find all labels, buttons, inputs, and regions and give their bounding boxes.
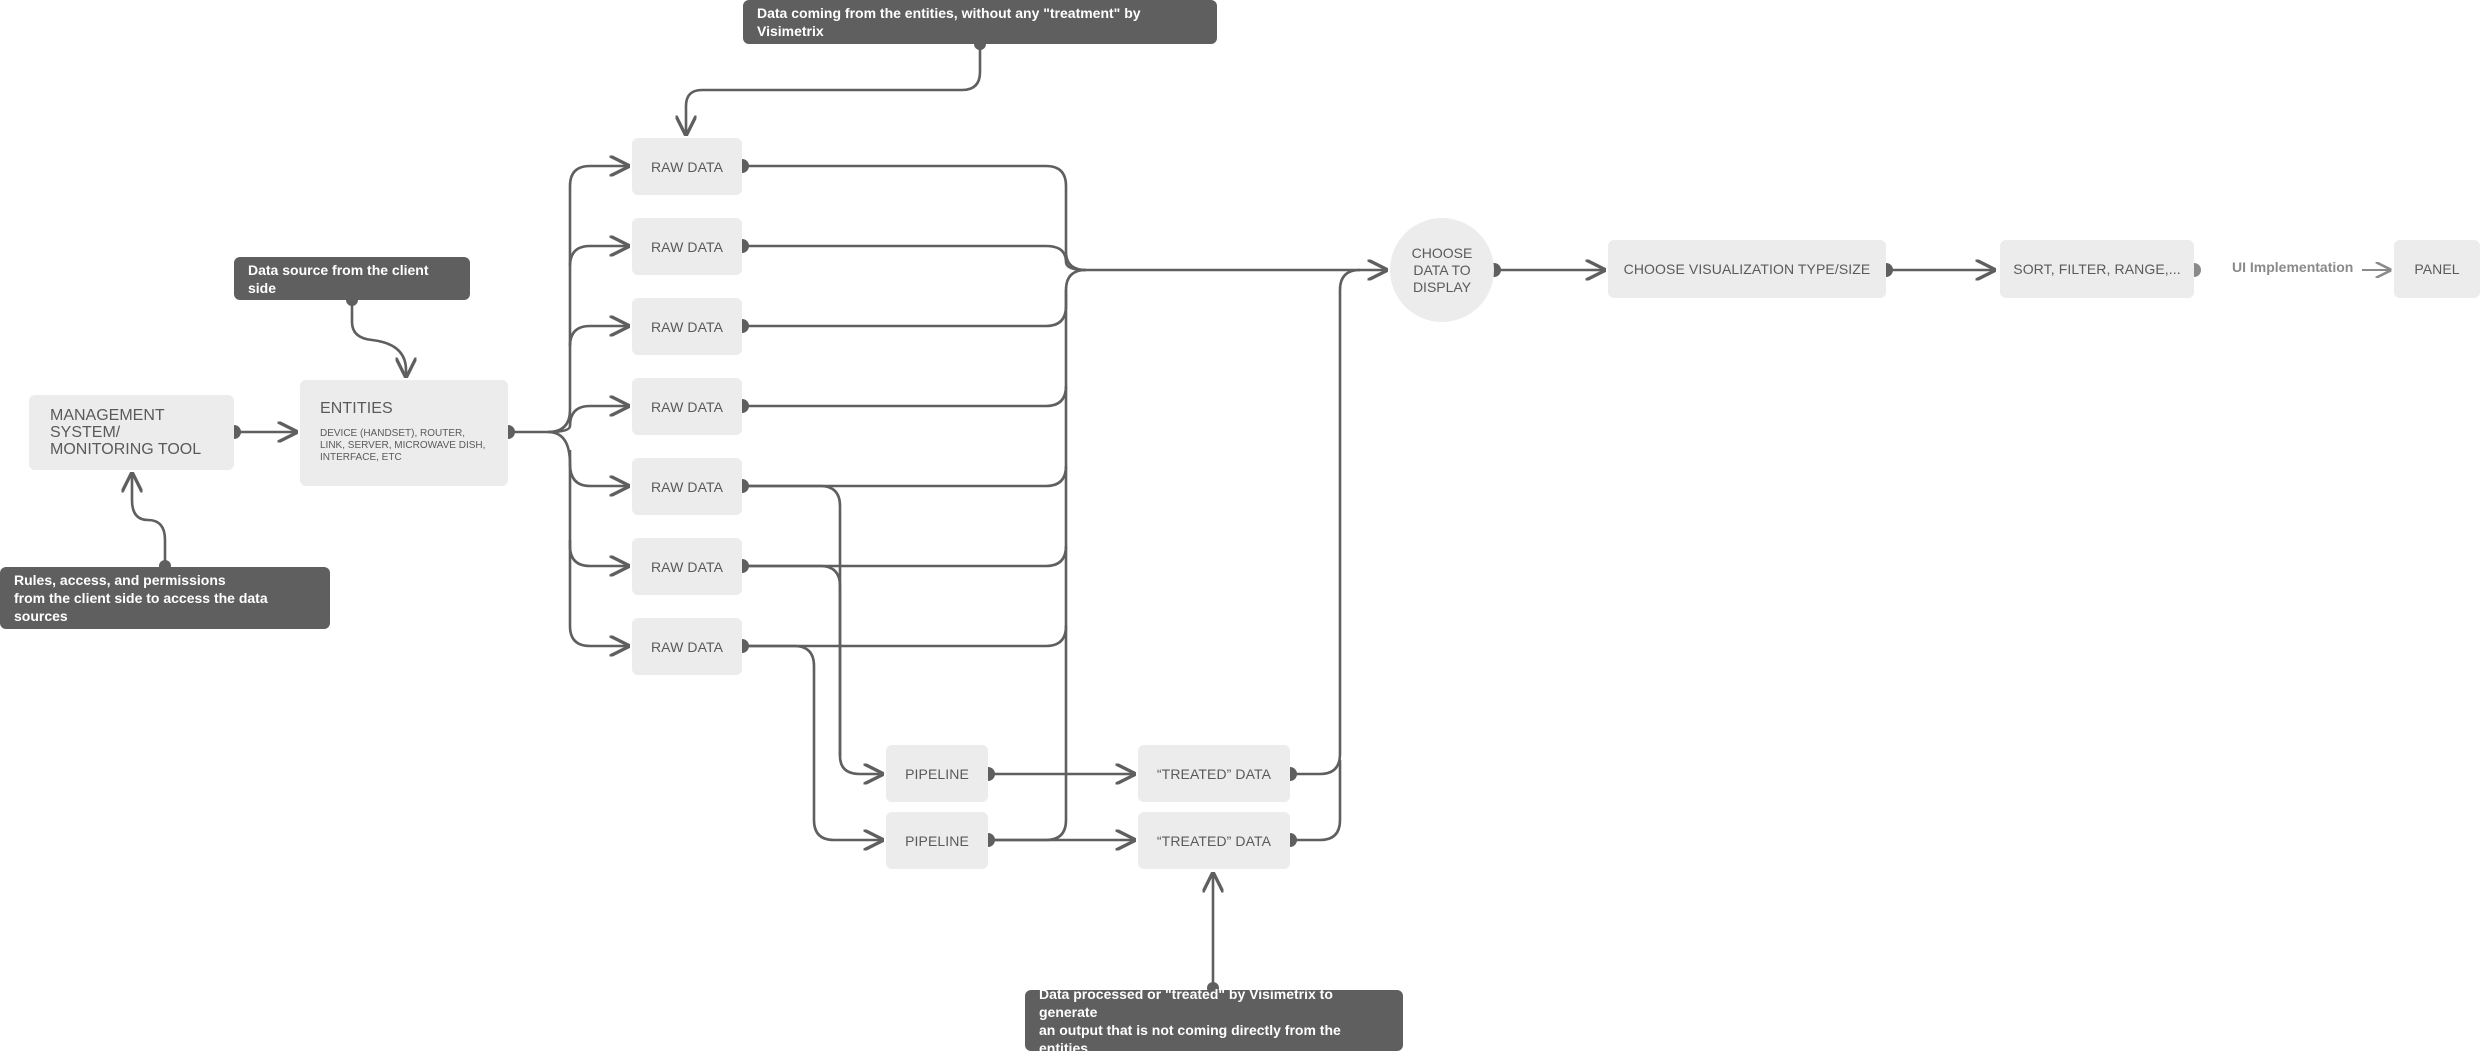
entities-title: ENTITIES [320,400,393,417]
note-rules: Rules, access, and permissions from the … [0,567,330,629]
choose-visualization-node: CHOOSE VISUALIZATION TYPE/SIZE [1608,240,1886,298]
entities-detail: DEVICE (HANDSET), ROUTER, LINK, SERVER, … [320,428,486,463]
connector-raw-1 [742,164,1087,272]
note-raw-untreated: Data coming from the entities, without a… [743,0,1217,44]
connector-fan-4 [547,406,628,434]
connector-rules-to-management [132,474,167,564]
connector-raw5-to-pipeline [742,484,882,774]
connector-raw-7 [742,625,1068,648]
connector-fan-6 [568,450,628,566]
connector-fan-2 [568,246,628,267]
management-system-label: MANAGEMENT SYSTEM/ MONITORING TOOL [50,407,202,458]
connector-fan-3 [568,326,628,347]
connector-raw-6 [742,545,1068,568]
note-client-source: Data source from the client side [234,257,470,300]
raw-data-node: RAW DATA [632,218,742,275]
entities-node: ENTITIES DEVICE (HANDSET), ROUTER, LINK,… [300,380,508,486]
raw-data-node: RAW DATA [632,458,742,515]
treated-data-node: “TREATED” DATA [1138,745,1290,802]
connector-raw-5 [742,465,1068,488]
note-treated: Data processed or "treated" by Visimetri… [1025,986,1403,1056]
raw-data-node: RAW DATA [632,298,742,355]
connector-note-to-raw [686,44,982,134]
raw-data-node: RAW DATA [632,538,742,595]
connector-raw7-to-pipeline [742,644,882,840]
connector-fan-7 [568,540,628,646]
ui-implementation-label: UI Implementation [2232,259,2354,275]
pipeline-node: PIPELINE [886,745,988,802]
panel-node: PANEL [2394,240,2480,298]
raw-data-node: RAW DATA [632,378,742,435]
treated-data-node: “TREATED” DATA [1138,812,1290,869]
connector-raw-2 [742,244,1087,272]
raw-data-node: RAW DATA [632,138,742,195]
connector-fan-5 [547,430,628,486]
sort-filter-node: SORT, FILTER, RANGE,... [2000,240,2194,298]
choose-data-node: CHOOSE DATA TO DISPLAY [1390,218,1494,322]
connector-treated-to-choose-1 [1290,268,1361,776]
management-system-node: MANAGEMENT SYSTEM/ MONITORING TOOL [29,395,234,470]
connector-fan-1 [508,166,628,434]
connector-raw-4 [742,385,1068,408]
connector-dots [159,38,1893,994]
connector-treated-to-choose-2 [1290,760,1342,842]
choose-data-label: CHOOSE DATA TO DISPLAY [1411,244,1473,295]
connector-raw-3 [742,268,1087,328]
pipeline-node: PIPELINE [886,812,988,869]
connector-raw6-to-pipeline [742,564,842,756]
connector-source-to-entities [350,300,406,376]
raw-data-node: RAW DATA [632,618,742,675]
